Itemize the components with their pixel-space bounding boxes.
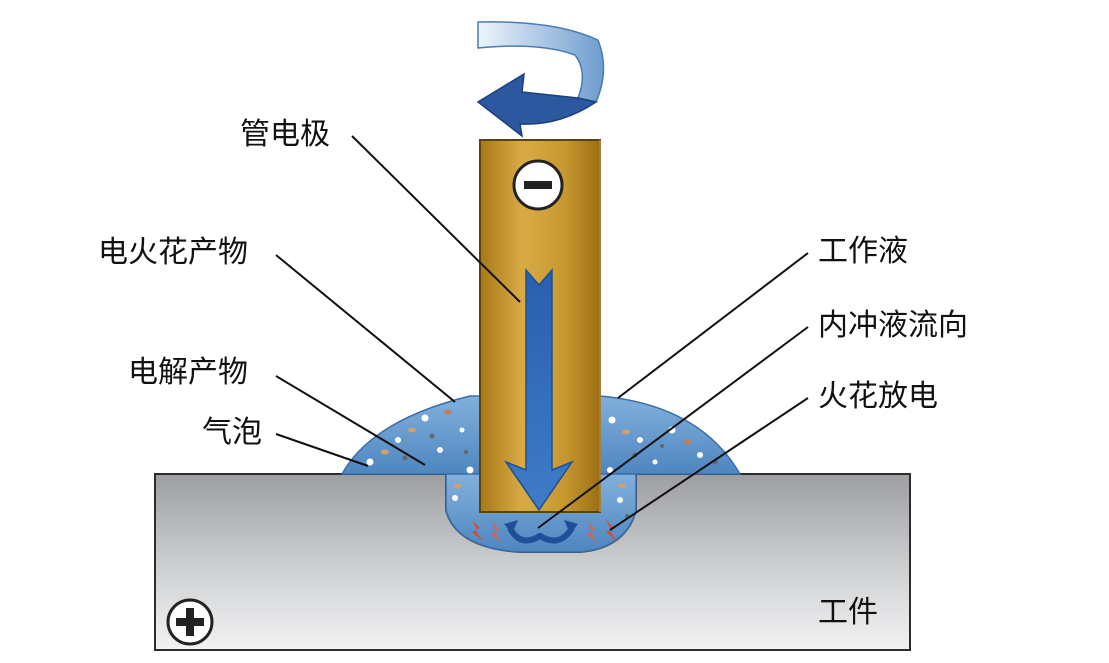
label-internal-flow-direction: 内冲液流向: [818, 308, 968, 343]
label-tube-electrode: 管电极: [240, 117, 330, 152]
internal-flow-arrow: [503, 267, 575, 512]
rotation-arrow-icon: [476, 21, 605, 138]
bubbles: [366, 414, 703, 503]
spark-discharge-marks: [472, 520, 618, 543]
label-workpiece: 工件: [818, 595, 878, 630]
label-spark-products: 电火花产物: [98, 235, 248, 270]
bottom-flow-icon: [504, 520, 578, 544]
workpiece-positive-sign: [166, 598, 214, 646]
label-spark-discharge: 火花放电: [818, 379, 938, 414]
leader-lines: [275, 135, 809, 531]
label-working-fluid: 工作液: [818, 234, 908, 269]
electrode-negative-sign: [512, 159, 564, 211]
label-bubbles: 气泡: [202, 415, 262, 450]
spark-products: [381, 409, 692, 489]
label-electrolysis-products: 电解产物: [128, 355, 248, 390]
